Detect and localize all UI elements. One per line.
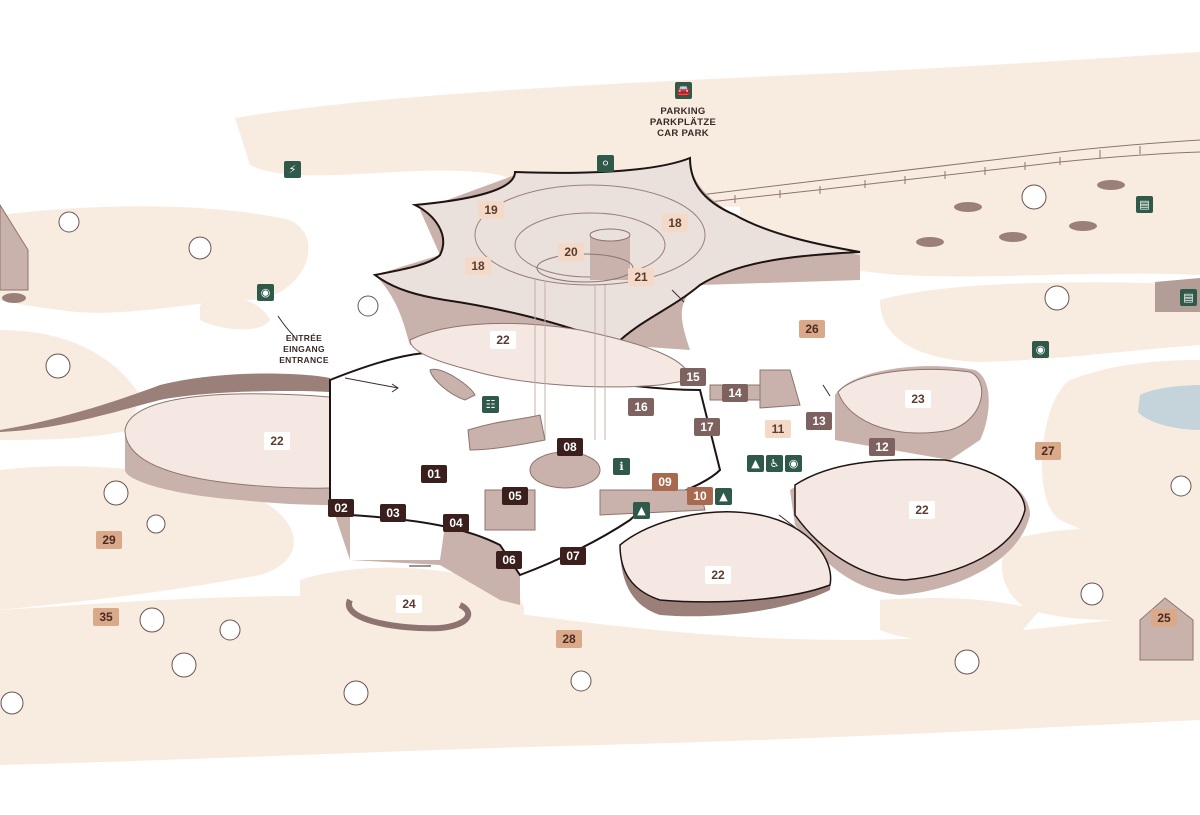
- direction-arrows: [277, 289, 831, 567]
- label-11[interactable]: 11: [765, 420, 791, 438]
- entrance-sign: ENTRÉE EINGANG ENTRANCE: [272, 333, 336, 366]
- label-19[interactable]: 19: [478, 201, 504, 219]
- enclosure-23: [835, 366, 989, 460]
- parking-sign-line2: PARKPLÄTZE: [649, 117, 717, 128]
- shopping-cart-icon[interactable]: ☷: [482, 396, 499, 413]
- camera-icon[interactable]: ◉: [257, 284, 274, 301]
- car-icon[interactable]: 🚘: [675, 82, 692, 99]
- arena-24: [345, 598, 472, 632]
- label-10[interactable]: 10: [687, 487, 713, 505]
- label-22-bottom[interactable]: 22: [705, 566, 731, 584]
- label-26[interactable]: 26: [799, 320, 825, 338]
- label-22-right[interactable]: 22: [909, 501, 935, 519]
- parking-sign: PARKING PARKPLÄTZE CAR PARK: [648, 106, 718, 139]
- bike-icon[interactable]: ⚪: [597, 155, 614, 172]
- label-18-right[interactable]: 18: [662, 214, 688, 232]
- camera-icon[interactable]: ◉: [1032, 341, 1049, 358]
- label-22-left[interactable]: 22: [264, 432, 290, 450]
- label-23[interactable]: 23: [905, 390, 931, 408]
- enclosure-22-right: [790, 458, 1030, 595]
- ev-charging-icon[interactable]: ⚡: [284, 161, 301, 178]
- label-01[interactable]: 01: [421, 465, 447, 483]
- parking-sign-line1: PARKING: [660, 106, 706, 117]
- label-20[interactable]: 20: [558, 243, 584, 261]
- toilet-icon[interactable]: ▲: [747, 455, 764, 472]
- entrance-sign-line3: ENTRANCE: [279, 355, 329, 365]
- label-24[interactable]: 24: [396, 595, 422, 613]
- wheelchair-icon[interactable]: ♿: [766, 455, 783, 472]
- label-04[interactable]: 04: [443, 514, 469, 532]
- picnic-table-icon[interactable]: ▤: [1136, 196, 1153, 213]
- label-07[interactable]: 07: [560, 547, 586, 565]
- parking-sign-line3: CAR PARK: [657, 128, 709, 139]
- entrance-sign-line2: EINGANG: [283, 344, 325, 354]
- label-21[interactable]: 21: [628, 268, 654, 286]
- inner-structures: [429, 368, 801, 531]
- label-22-center[interactable]: 22: [490, 331, 516, 349]
- central-tower: [534, 228, 634, 440]
- entrance-walls: [330, 500, 520, 605]
- baby-stroller-icon[interactable]: ◉: [785, 455, 802, 472]
- label-03[interactable]: 03: [380, 504, 406, 522]
- label-18-left[interactable]: 18: [465, 257, 491, 275]
- walkway-fence: [699, 139, 1200, 204]
- pond: [1138, 385, 1200, 430]
- label-28[interactable]: 28: [556, 630, 582, 648]
- label-25[interactable]: 25: [1151, 609, 1177, 627]
- bus-icon[interactable]: ▤: [1180, 289, 1197, 306]
- label-27[interactable]: 27: [1035, 442, 1061, 460]
- label-02[interactable]: 02: [328, 499, 354, 517]
- label-29[interactable]: 29: [96, 531, 122, 549]
- label-08[interactable]: 08: [557, 438, 583, 456]
- label-14[interactable]: 14: [722, 384, 748, 402]
- entrance-sign-line1: ENTRÉE: [285, 333, 323, 343]
- label-05[interactable]: 05: [502, 487, 528, 505]
- trees: [0, 184, 1192, 715]
- picnic-tables: [2, 180, 1125, 303]
- label-16[interactable]: 16: [628, 398, 654, 416]
- landscape: [0, 52, 1200, 765]
- label-35[interactable]: 35: [93, 608, 119, 626]
- toilet-icon[interactable]: ▲: [633, 502, 650, 519]
- label-12[interactable]: 12: [869, 438, 895, 456]
- label-13[interactable]: 13: [806, 412, 832, 430]
- label-17[interactable]: 17: [694, 418, 720, 436]
- enclosure-22-bottom: [619, 511, 832, 617]
- label-06[interactable]: 06: [496, 551, 522, 569]
- information-icon[interactable]: ℹ: [613, 458, 630, 475]
- restaurant-icon[interactable]: ▲: [715, 488, 732, 505]
- label-09[interactable]: 09: [652, 473, 678, 491]
- label-15[interactable]: 15: [680, 368, 706, 386]
